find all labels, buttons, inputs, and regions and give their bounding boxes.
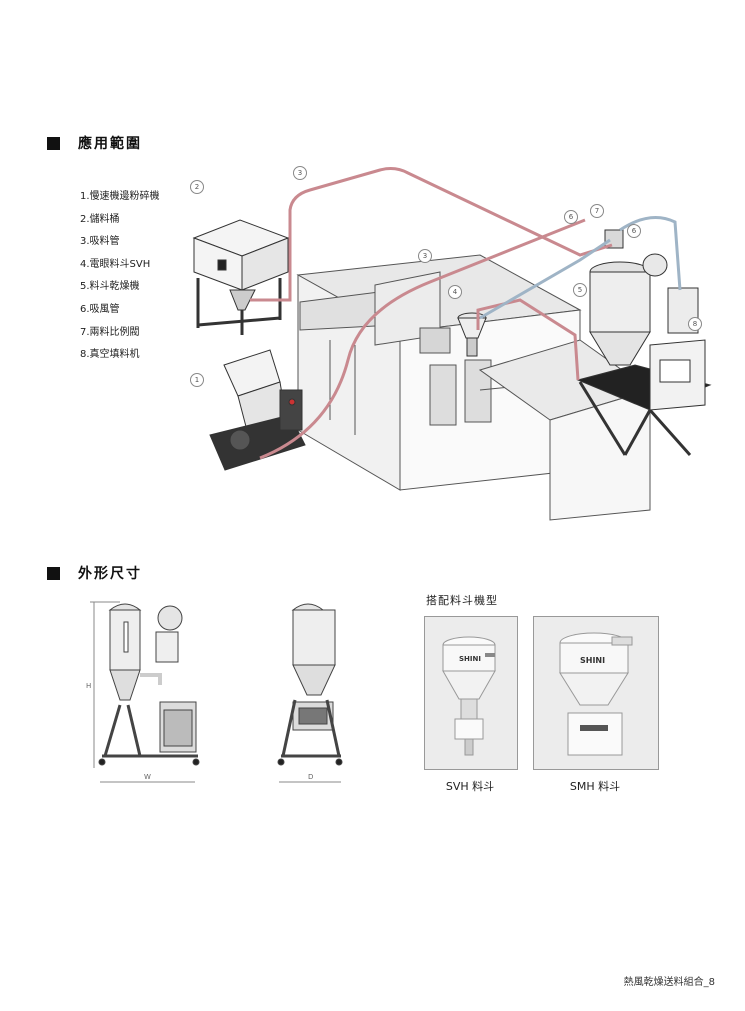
legend-item-3: 3.吸料管: [80, 236, 120, 248]
section-header-dimensions: 外形尺寸: [47, 563, 142, 583]
matched-hopper-label: 搭配料斗機型: [426, 594, 498, 607]
storage-bin-illustration: [192, 219, 290, 335]
section-bullet-square: [47, 566, 60, 580]
legend-item-7: 7.兩料比例閥: [80, 326, 140, 338]
brand-logo: SHINI: [580, 656, 605, 665]
legend-item-6: 6.吸風管: [80, 303, 120, 315]
callout-1: 1: [190, 373, 204, 387]
callout-6: 6: [627, 224, 641, 238]
section-title: 外形尺寸: [78, 566, 142, 582]
callout-8: 8: [688, 317, 702, 331]
legend-item-5: 5.料斗乾燥機: [80, 281, 140, 293]
section-bullet-square: [47, 136, 60, 150]
conveying-pipes-red: [250, 167, 613, 460]
smh-hopper-image: SHINI: [559, 632, 633, 756]
granulator-illustration: [209, 349, 306, 471]
svh-caption: SVH 料斗: [445, 780, 495, 793]
legend-item-4: 4.電眼料斗SVH: [80, 258, 151, 270]
callout-7: 7: [590, 204, 604, 218]
component-legend: 1.慢速機邊粉碎機 2.儲料桶 3.吸料管 4.電眼料斗SVH 5.料斗乾燥機 …: [80, 186, 160, 367]
legend-item-8: 8.真空填料机: [80, 349, 140, 361]
side-view-drawing: [277, 603, 343, 783]
smh-hopper-photo: SHINI: [533, 616, 659, 770]
legend-item-1: 1.慢速機邊粉碎機: [80, 191, 160, 202]
svh-hopper-on-machine: [457, 312, 487, 357]
smh-caption: SMH 料斗: [569, 780, 621, 793]
section-header-application: 應用範圍: [47, 133, 142, 153]
callout-2: 2: [190, 180, 204, 194]
callout-3: 3: [418, 249, 432, 263]
callout-3: 3: [293, 166, 307, 180]
svh-hopper-image: SHINI: [442, 636, 496, 756]
molding-machine-illustration: [296, 254, 652, 521]
callout-6: 6: [564, 210, 578, 224]
svh-hopper-photo: SHINI: [424, 616, 518, 770]
depth-label: D: [308, 773, 313, 781]
legend-item-2: 2.儲料桶: [80, 213, 120, 225]
section-title: 應用範圍: [78, 136, 142, 152]
callout-4: 4: [448, 285, 462, 299]
width-label: W: [144, 773, 151, 781]
suction-pipes-blue: [479, 216, 682, 320]
callout-5: 5: [573, 283, 587, 297]
page-footer: 熱風乾燥送料組合_8: [623, 977, 715, 988]
dimension-drawings: H W D: [86, 601, 343, 783]
brand-logo: SHINI: [459, 655, 481, 663]
front-view-drawing: [90, 601, 200, 783]
height-label: H: [86, 682, 91, 690]
application-system-illustration: [192, 167, 712, 521]
